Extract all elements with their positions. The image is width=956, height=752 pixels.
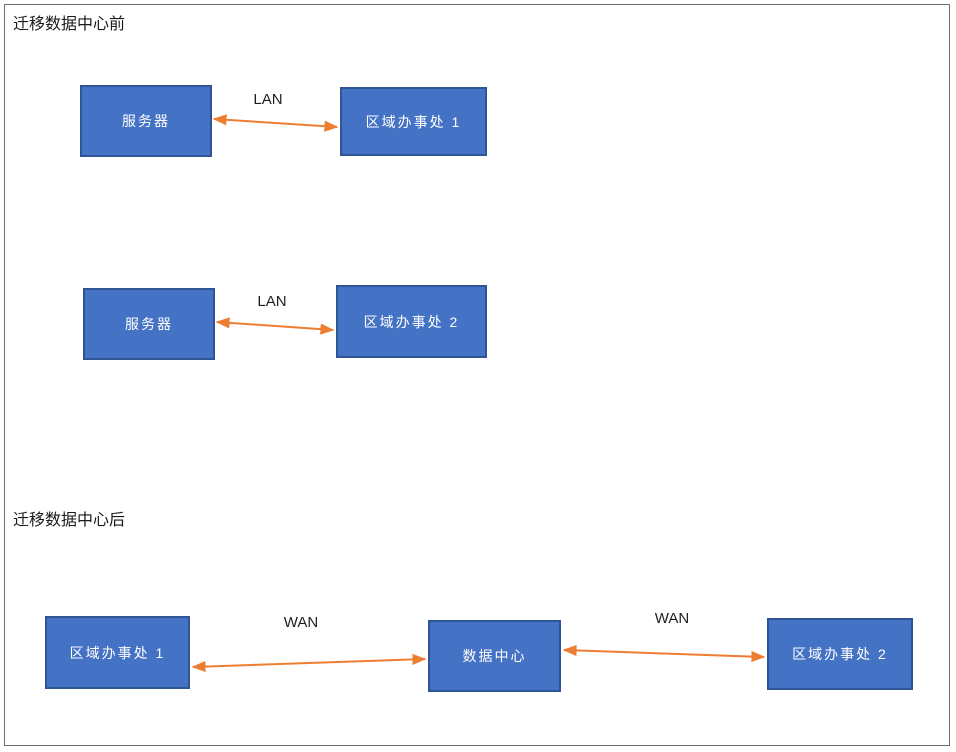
node-regional-office-2-before[interactable]: 区域办事处 2 — [336, 285, 487, 358]
node-regional-office-1-after[interactable]: 区域办事处 1 — [45, 616, 190, 689]
link-label-lan-2: LAN — [257, 293, 287, 310]
link-label-wan-2: WAN — [654, 610, 690, 627]
node-data-center[interactable]: 数据中心 — [428, 620, 561, 692]
node-server-2[interactable]: 服务器 — [83, 288, 215, 360]
section-label-before-migration: 迁移数据中心前 — [13, 16, 126, 33]
link-label-wan-1: WAN — [283, 614, 319, 631]
section-label-after-migration: 迁移数据中心后 — [13, 512, 126, 529]
node-regional-office-1-before[interactable]: 区域办事处 1 — [340, 87, 487, 156]
canvas-border — [4, 4, 950, 746]
link-label-lan-1: LAN — [253, 91, 283, 108]
node-server-1[interactable]: 服务器 — [80, 85, 212, 157]
node-regional-office-2-after[interactable]: 区域办事处 2 — [767, 618, 913, 690]
